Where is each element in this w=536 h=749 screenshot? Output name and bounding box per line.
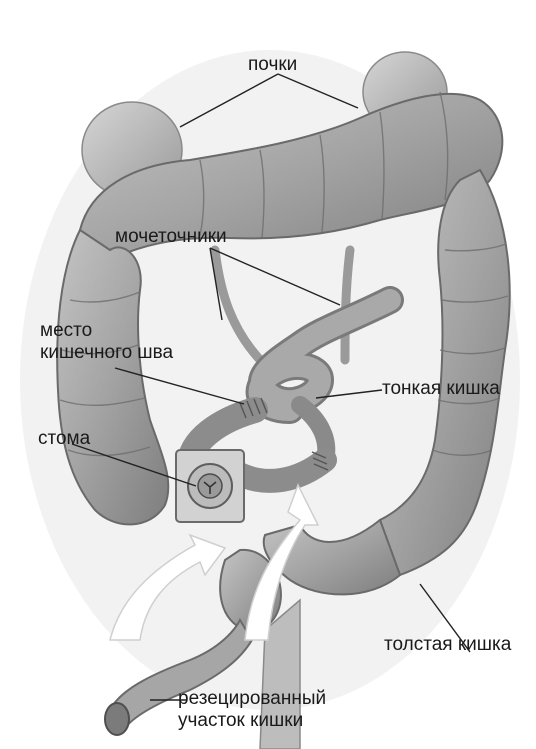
label-kidneys: почки <box>248 54 297 76</box>
label-large-intestine: толстая кишка <box>384 634 511 656</box>
label-small-intestine: тонкая кишка <box>382 378 500 400</box>
label-anastomosis-line2: кишечного шва <box>40 342 220 364</box>
label-anastomosis: место кишечного шва <box>40 320 220 364</box>
label-anastomosis-line1: место <box>40 320 220 342</box>
label-resected-line1: резецированный <box>178 688 378 710</box>
label-resected-line2: участок кишки <box>178 710 378 732</box>
label-ureters: мочеточники <box>115 226 227 248</box>
label-resected: резецированный участок кишки <box>178 688 378 732</box>
label-stoma: стома <box>38 428 90 450</box>
stoma <box>176 450 244 522</box>
